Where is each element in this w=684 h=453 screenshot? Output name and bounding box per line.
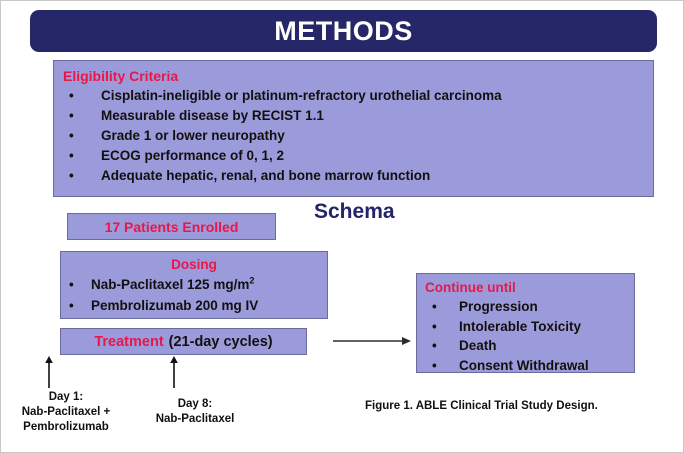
eligibility-list: • Cisplatin-ineligible or platinum-refra… [63,86,653,186]
eligibility-item-text: Cisplatin-ineligible or platinum-refract… [101,88,502,103]
bullet-icon: • [69,128,74,143]
continue-until-panel: Continue until • Progression • Intolerab… [416,273,635,373]
dosing-item-text: Pembrolizumab 200 mg IV [91,298,259,313]
list-item: • Death [425,336,634,356]
bullet-icon: • [69,277,74,292]
eligibility-item-text: Adequate hepatic, renal, and bone marrow… [101,168,431,183]
continue-until-item-text: Intolerable Toxicity [459,318,582,334]
patients-enrolled-box: 17 Patients Enrolled [67,213,276,240]
treatment-box: Treatment (21-day cycles) [60,328,307,355]
treatment-detail: (21-day cycles) [168,333,273,350]
day1-line2: Nab-Paclitaxel + [21,406,111,418]
bullet-icon: • [69,108,74,123]
continue-until-item-text: Progression [459,299,538,314]
bullet-icon: • [432,338,437,353]
bullet-icon: • [69,298,74,313]
eligibility-item-text: Grade 1 or lower neuropathy [101,128,285,143]
continue-until-list: • Progression • Intolerable Toxicity • D… [425,297,634,375]
bullet-icon: • [432,318,437,334]
list-item: • Progression [425,297,634,317]
continue-until-item-text: Death [459,338,497,353]
list-item: • Grade 1 or lower neuropathy [63,126,653,146]
list-item: • Measurable disease by RECIST 1.1 [63,106,653,126]
dosing-item-text: Nab-Paclitaxel 125 mg/m2 [91,275,255,292]
day8-title: Day 8: [177,398,213,410]
day1-line3: Pembrolizumab [23,421,109,433]
day8-line2: Nab-Paclitaxel [155,413,235,425]
list-item: • Adequate hepatic, renal, and bone marr… [63,166,653,186]
page-title: METHODS [274,15,413,46]
methods-title-banner: METHODS [30,10,657,52]
flow-arrow-right-icon [333,337,411,345]
day8-marker-arrow-icon [170,356,178,388]
day1-title: Day 1: [48,391,84,403]
eligibility-criteria-panel: Eligibility Criteria • Cisplatin-ineligi… [53,60,654,197]
bullet-icon: • [432,357,437,373]
list-item: • Consent Withdrawal [425,356,634,376]
dosing-panel: Dosing • Nab-Paclitaxel 125 mg/m2 • Pemb… [60,251,328,319]
eligibility-item-text: ECOG performance of 0, 1, 2 [101,148,285,163]
continue-until-heading: Continue until [425,280,516,295]
list-item: • Intolerable Toxicity [425,317,634,337]
day8-label: Day 8: Nab-Paclitaxel [135,397,255,427]
bullet-icon: • [432,299,437,314]
treatment-heading: Treatment [94,333,164,350]
dosing-list: • Nab-Paclitaxel 125 mg/m2 • Pembrolizum… [61,274,327,316]
day1-label: Day 1: Nab-Paclitaxel + Pembrolizumab [5,390,127,435]
figure-caption: Figure 1. ABLE Clinical Trial Study Desi… [365,400,598,412]
list-item: • Nab-Paclitaxel 125 mg/m2 [61,274,327,295]
continue-until-item-text: Consent Withdrawal [459,357,589,373]
bullet-icon: • [69,88,74,103]
eligibility-item-text: Measurable disease by RECIST 1.1 [101,108,324,123]
list-item: • ECOG performance of 0, 1, 2 [63,146,653,166]
dosing-item-superscript: 2 [249,275,255,286]
list-item: • Pembrolizumab 200 mg IV [61,295,327,316]
patients-enrolled-label: 17 Patients Enrolled [104,218,239,235]
day1-marker-arrow-icon [45,356,53,388]
eligibility-heading: Eligibility Criteria [63,68,179,84]
list-item: • Cisplatin-ineligible or platinum-refra… [63,86,653,106]
bullet-icon: • [69,168,74,183]
dosing-heading: Dosing [171,257,217,272]
schema-heading: Schema [314,200,395,223]
bullet-icon: • [69,148,74,163]
